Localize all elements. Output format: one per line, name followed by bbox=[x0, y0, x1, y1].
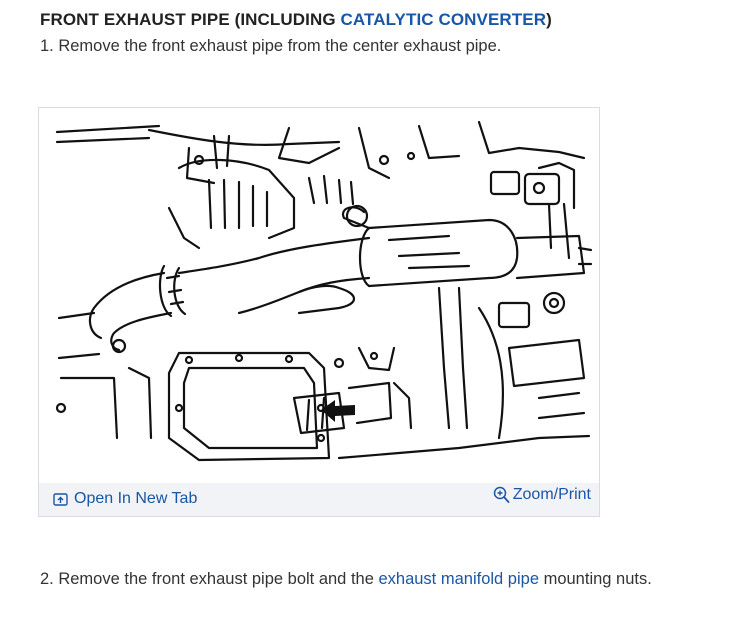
step-2-text: 2. Remove the front exhaust pipe bolt an… bbox=[40, 570, 652, 589]
step-1-text: 1. Remove the front exhaust pipe from th… bbox=[40, 37, 502, 55]
figure-card: Open In New Tab Zoom/Print bbox=[38, 107, 600, 517]
exhaust-manifold-pipe-link[interactable]: exhaust manifold pipe bbox=[378, 570, 539, 588]
open-in-new-tab-label: Open In New Tab bbox=[74, 490, 198, 507]
section-heading: FRONT EXHAUST PIPE (INCLUDING CATALYTIC … bbox=[40, 10, 552, 30]
zoom-print-button[interactable]: Zoom/Print bbox=[493, 486, 591, 504]
zoom-print-label: Zoom/Print bbox=[512, 486, 591, 503]
open-in-new-tab-button[interactable]: Open In New Tab bbox=[53, 490, 197, 508]
figure-toolbar: Open In New Tab Zoom/Print bbox=[39, 483, 599, 516]
exhaust-pipe-diagram[interactable] bbox=[39, 108, 599, 483]
open-in-new-tab-icon bbox=[53, 492, 68, 506]
step-2-suffix: mounting nuts. bbox=[539, 570, 652, 588]
exhaust-pipe-illustration bbox=[55, 120, 593, 462]
heading-prefix: FRONT EXHAUST PIPE (INCLUDING bbox=[40, 10, 341, 29]
catalytic-converter-link[interactable]: CATALYTIC CONVERTER bbox=[340, 10, 547, 29]
heading-suffix: ) bbox=[546, 10, 552, 29]
magnifier-plus-icon bbox=[493, 486, 510, 504]
step-2-prefix: 2. Remove the front exhaust pipe bolt an… bbox=[40, 570, 379, 588]
